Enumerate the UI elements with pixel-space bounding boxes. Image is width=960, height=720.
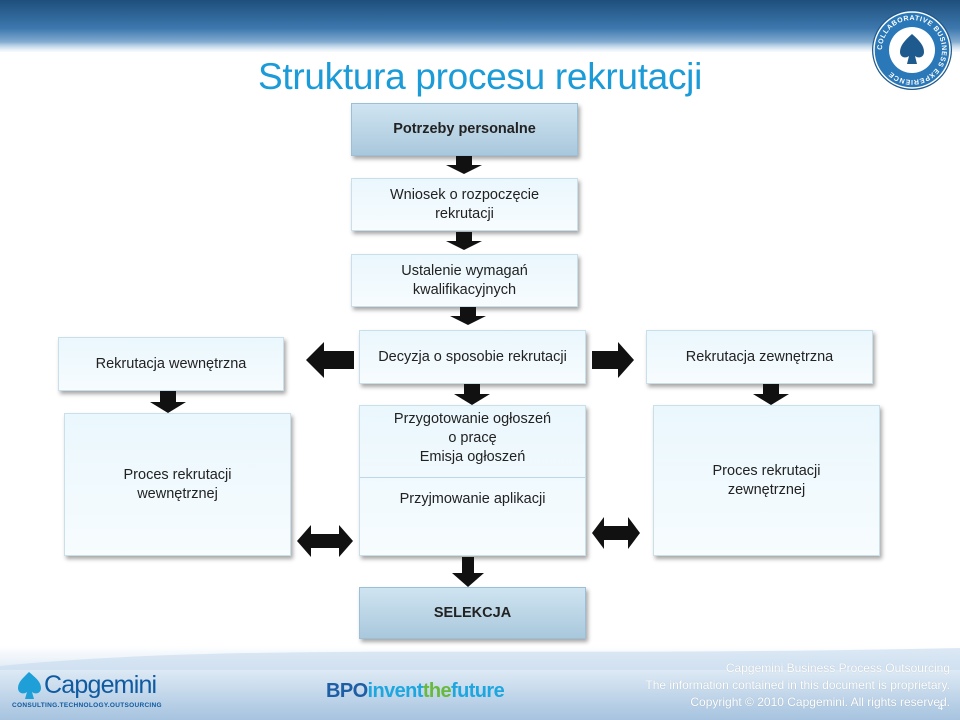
arrow-right-icon — [592, 342, 634, 378]
arrow-down-icon — [452, 557, 484, 587]
page-number: 4 — [938, 702, 944, 712]
external-process-label-line2: zewnętrznej — [727, 481, 806, 498]
external-process-label-line1: Proces rekrutacji — [712, 462, 821, 479]
capgemini-tagline: CONSULTING.TECHNOLOGY.OUTSOURCING — [12, 702, 162, 709]
bpo-slogan-part: future — [451, 680, 505, 702]
announcements-label-line2: o pracę — [448, 430, 497, 446]
selection-box: SELEKCJA — [359, 587, 586, 639]
announcements-label-line1: Przygotowanie ogłoszeń — [393, 411, 552, 427]
arrow-down-icon — [454, 384, 490, 405]
bpo-slogan-part: BPO — [326, 680, 368, 702]
internal-recruitment-label: Rekrutacja wewnętrzna — [95, 355, 247, 372]
announcements-box: Przygotowanie ogłoszeń o pracę Emisja og… — [359, 405, 586, 556]
arrow-down-icon — [150, 391, 186, 413]
legal-line: The information contained in this docume… — [645, 678, 950, 692]
decision-label: Decyzja o sposobie rekrutacji — [378, 348, 567, 365]
requirements-box: Ustalenie wymagań kwalifikacyjnych — [351, 254, 578, 307]
request-label-line1: Wniosek o rozpoczęcie — [389, 186, 540, 203]
legal-line: Copyright © 2010 Capgemini. All rights r… — [690, 695, 950, 709]
selection-label: SELEKCJA — [433, 604, 512, 621]
arrow-down-icon — [446, 232, 482, 250]
internal-process-label-line1: Proces rekrutacji — [123, 466, 232, 483]
needs-label: Potrzeby personalne — [393, 121, 536, 137]
announcements-label-line3: Emisja ogłoszeń — [419, 449, 526, 465]
bpo-slogan-part: invent — [367, 680, 424, 702]
capgemini-wordmark: Capgemini — [44, 671, 157, 699]
external-recruitment-box: Rekrutacja zewnętrzna — [646, 330, 873, 384]
request-box: Wniosek o rozpoczęcie rekrutacji — [351, 178, 578, 231]
box-divider — [360, 477, 585, 478]
legal-notice: Capgemini Business Process Outsourcing T… — [645, 660, 950, 711]
arrow-down-icon — [450, 307, 486, 325]
internal-process-label-line2: wewnętrznej — [137, 485, 218, 502]
internal-recruitment-box: Rekrutacja wewnętrzna — [58, 337, 284, 391]
footer-wave — [0, 648, 960, 670]
bpo-slogan: BPOinventthefuture — [326, 680, 505, 703]
needs-box: Potrzeby personalne — [351, 103, 578, 156]
legal-line: Capgemini Business Process Outsourcing — [725, 661, 950, 675]
arrow-down-icon — [753, 384, 789, 405]
arrow-left-icon — [306, 342, 354, 378]
internal-process-box: Proces rekrutacji wewnętrznej — [64, 413, 291, 556]
requirements-label-line1: Ustalenie wymagań — [401, 262, 528, 279]
double-arrow-icon — [297, 525, 353, 557]
request-label-line2: rekrutacji — [435, 205, 494, 222]
applications-label: Przyjmowanie aplikacji — [399, 491, 546, 507]
capgemini-logo-icon — [18, 672, 41, 699]
arrow-down-icon — [446, 156, 482, 174]
header-band — [0, 0, 960, 52]
decision-box: Decyzja o sposobie rekrutacji — [359, 330, 586, 384]
collaborative-business-experience-seal: COLLABORATIVE BUSINESS EXPERIENCE — [872, 10, 952, 90]
requirements-label-line2: kwalifikacyjnych — [412, 281, 517, 298]
bpo-slogan-part: the — [422, 680, 452, 702]
page-title: Struktura procesu rekrutacji — [257, 56, 702, 97]
external-process-box: Proces rekrutacji zewnętrznej — [653, 405, 880, 556]
double-arrow-icon — [592, 517, 640, 549]
external-recruitment-label: Rekrutacja zewnętrzna — [685, 348, 834, 365]
